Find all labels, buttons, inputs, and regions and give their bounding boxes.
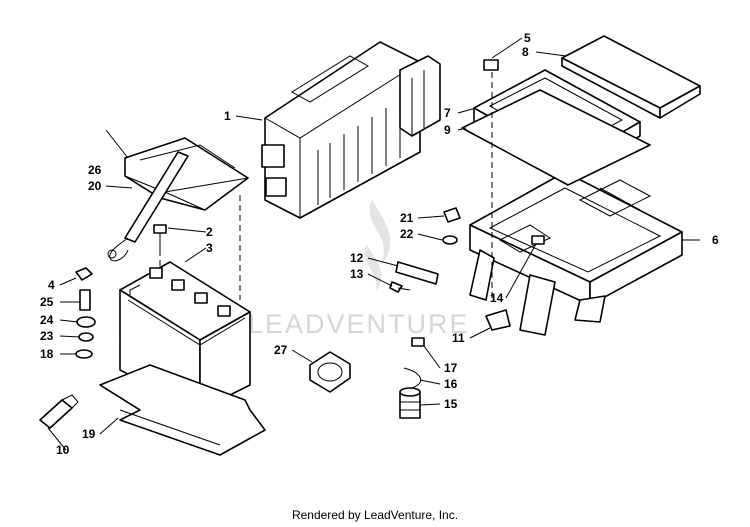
callout-13: 13 xyxy=(350,267,364,281)
callout-12: 12 xyxy=(350,251,364,265)
callout-16: 16 xyxy=(444,377,458,391)
spacer[interactable] xyxy=(79,289,91,311)
callout-20: 20 xyxy=(88,179,102,193)
battery-base-pad[interactable] xyxy=(99,364,266,456)
callout-19: 19 xyxy=(82,427,96,441)
callout-25: 25 xyxy=(40,295,54,309)
leader-lines xyxy=(47,37,700,451)
watermark-text: LEADVENTURE xyxy=(248,309,470,339)
callout-11: 11 xyxy=(452,331,465,345)
callout-4: 4 xyxy=(48,278,55,292)
screw-17[interactable] xyxy=(411,337,425,347)
callout-18: 18 xyxy=(40,347,54,361)
washer-18[interactable] xyxy=(75,349,93,359)
callout-27: 27 xyxy=(274,343,288,357)
battery-pad[interactable] xyxy=(124,137,249,211)
relay-box-lid[interactable] xyxy=(561,35,701,119)
lid-screw[interactable] xyxy=(483,59,499,71)
clip[interactable] xyxy=(395,261,439,285)
relay-coil[interactable] xyxy=(399,387,421,419)
assembly-lines xyxy=(159,72,493,300)
connector[interactable] xyxy=(309,351,351,393)
callout-26: 26 xyxy=(88,163,102,177)
nut-21[interactable] xyxy=(443,207,461,223)
callout-24: 24 xyxy=(40,313,54,327)
washer-22[interactable] xyxy=(442,235,458,245)
control-module[interactable] xyxy=(261,41,441,219)
screw-14[interactable] xyxy=(531,235,545,245)
callout-7: 7 xyxy=(444,106,451,120)
render-credit: Rendered by LeadVenture, Inc. xyxy=(291,508,459,522)
clip-screw[interactable] xyxy=(389,281,411,293)
callout-22: 22 xyxy=(400,227,414,241)
battery-strap[interactable] xyxy=(107,151,189,262)
callout-23: 23 xyxy=(40,329,54,343)
callout-2: 2 xyxy=(206,225,213,239)
callout-10: 10 xyxy=(56,443,70,457)
callout-1: 1 xyxy=(224,109,231,123)
washer-23[interactable] xyxy=(78,332,94,342)
callout-9: 9 xyxy=(444,123,451,137)
callout-labels: 1 2 3 4 5 6 7 8 9 10 11 12 13 14 15 16 1… xyxy=(40,31,719,457)
washer-24[interactable] xyxy=(76,316,96,328)
callout-8: 8 xyxy=(522,45,529,59)
relay-box-base[interactable] xyxy=(469,171,683,336)
callout-5: 5 xyxy=(524,31,531,45)
terminal-nut[interactable] xyxy=(75,267,93,281)
mounting-bracket[interactable] xyxy=(485,309,511,331)
cover-gasket[interactable] xyxy=(461,89,651,186)
callout-6: 6 xyxy=(712,233,719,247)
callout-3: 3 xyxy=(206,241,213,255)
callout-21: 21 xyxy=(400,211,414,225)
washer-16[interactable] xyxy=(403,367,422,389)
terminal-bolt[interactable] xyxy=(153,224,167,250)
callout-17: 17 xyxy=(444,361,458,375)
callout-15: 15 xyxy=(444,397,458,411)
callout-14: 14 xyxy=(490,291,504,305)
watermark-logo xyxy=(364,200,391,292)
sensor[interactable] xyxy=(39,394,79,429)
